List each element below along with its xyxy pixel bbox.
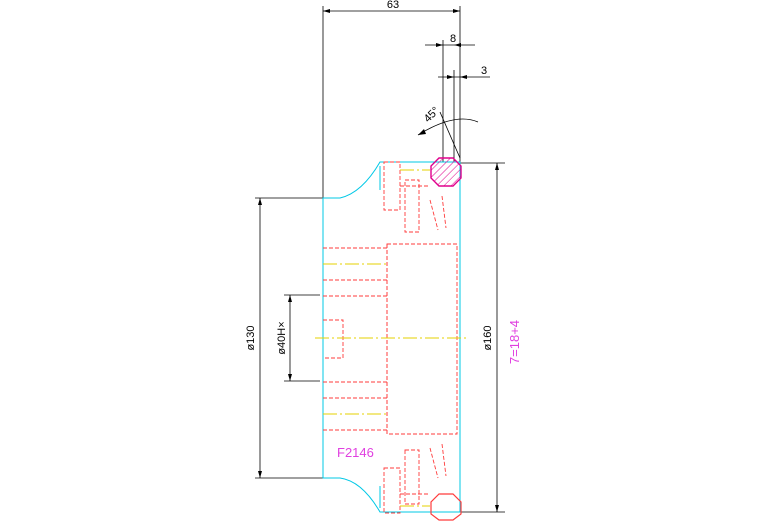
- dim-63-label: 63: [387, 0, 399, 11]
- dia-40-label: ø40H×: [276, 321, 288, 354]
- formula-label: 7=18+4: [507, 320, 522, 364]
- seal-ring-top: [430, 157, 462, 187]
- seal-ring-bottom: [430, 493, 462, 521]
- dimension-lines: [255, 6, 505, 513]
- hidden-lines: [323, 161, 458, 514]
- dimension-arrows: [258, 9, 499, 512]
- dia-160-label: ø160: [482, 325, 494, 350]
- center-lines: [315, 169, 468, 507]
- part-code-label: F2146: [337, 445, 374, 460]
- dia-130-label: ø130: [245, 325, 257, 350]
- dim-8-label: 8: [450, 33, 456, 45]
- dim-3-label: 3: [481, 65, 487, 77]
- angle-45-label: 45°: [422, 105, 442, 125]
